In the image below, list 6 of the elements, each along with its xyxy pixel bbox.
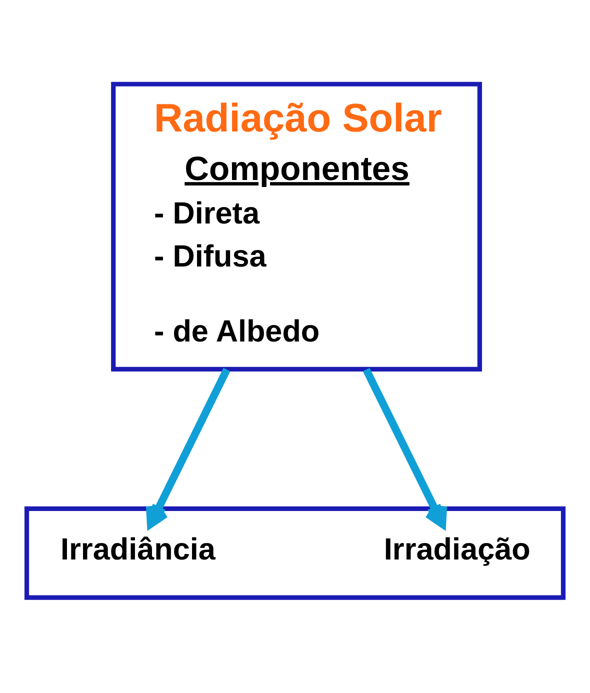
arrow: [146, 367, 230, 528]
node-text: Irradiação: [384, 532, 530, 566]
arrow: [362, 367, 448, 528]
node-text: Irradiância: [60, 532, 216, 566]
cluster: [24, 506, 566, 600]
node-box: Radiação Solar Componentes - Direta - Difusa - de Albedo: [111, 81, 482, 372]
